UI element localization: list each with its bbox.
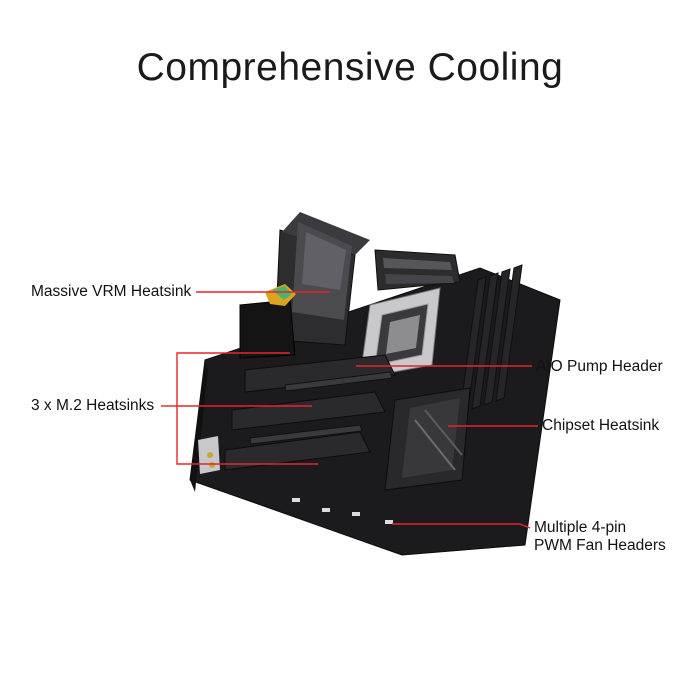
audio-section bbox=[198, 436, 220, 474]
fan-leader-line bbox=[392, 523, 531, 529]
leader-lines bbox=[161, 291, 538, 529]
fan-headers-label-line1: Multiple 4-pin bbox=[534, 519, 627, 536]
fan-headers bbox=[292, 498, 393, 524]
aio-pump-header-label: AIO Pump Header bbox=[536, 358, 663, 375]
chipset-heatsink bbox=[384, 387, 471, 491]
pcie-slots bbox=[249, 371, 393, 445]
m2-heatsinks-label: 3 x M.2 Heatsinks bbox=[31, 397, 155, 414]
vrm-heatsink-left bbox=[239, 212, 370, 359]
vrm-heatsink-top bbox=[374, 249, 461, 291]
vrm-heatsink-label: Massive VRM Heatsink bbox=[31, 283, 192, 300]
m2-bracket bbox=[176, 352, 318, 465]
chipset-heatsink-label: Chipset Heatsink bbox=[542, 417, 660, 434]
fan-headers-label-line2: PWM Fan Headers bbox=[534, 537, 666, 554]
ram-slots bbox=[459, 264, 523, 414]
page-title: Comprehensive Cooling bbox=[136, 46, 564, 89]
